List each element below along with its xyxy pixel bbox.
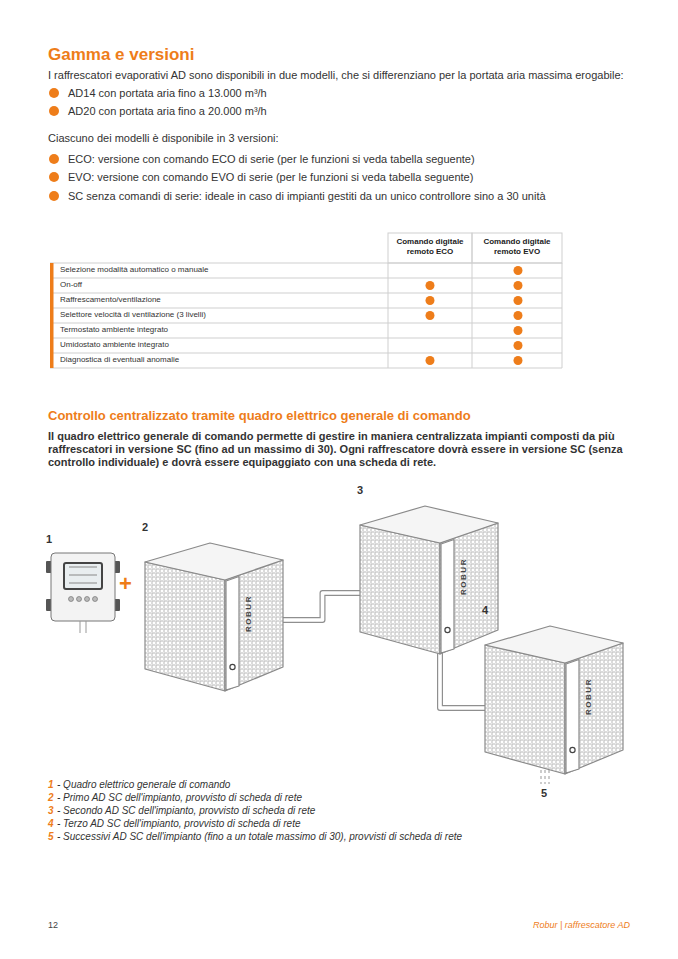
- section-text: Il quadro elettrico generale di comando …: [48, 430, 638, 470]
- table-header: Comando digitale remoto EVO: [476, 237, 558, 257]
- network-cable: [282, 593, 361, 620]
- cooler-unit: 4ROBUR: [480, 598, 630, 776]
- table-row-label: Selettore velocità di ventilazione (3 li…: [60, 310, 206, 320]
- legend-number: 1: [48, 778, 54, 791]
- callout-number: 3: [357, 484, 363, 496]
- table-row-label: On-off: [60, 280, 82, 290]
- brand-logo: ROBUR: [244, 595, 253, 632]
- intro-text: I raffrescatori evaporativi AD sono disp…: [48, 68, 648, 82]
- cable-outline: [282, 593, 361, 620]
- cooler-unit: 2ROBUR: [140, 515, 290, 693]
- callout-number: 2: [142, 521, 148, 533]
- bullet-text: SC senza comandi di serie: ideale in cas…: [68, 189, 546, 203]
- brand-logo: ROBUR: [459, 558, 468, 595]
- section-heading: Controllo centralizzato tramite quadro e…: [48, 408, 471, 425]
- legend-text: - Terzo AD SC dell'impianto, provvisto d…: [57, 817, 301, 830]
- table-accent-bar: [50, 263, 54, 368]
- brand-logo: ROBUR: [584, 678, 593, 715]
- continuation-cables: [541, 770, 549, 784]
- plus-sign: +: [119, 570, 132, 599]
- table-row-label: Selezione modalità automatico o manuale: [60, 265, 209, 275]
- legend-text: - Quadro elettrico generale di comando: [57, 778, 230, 791]
- bullet-dots: [49, 88, 59, 201]
- cooler-drawing: [480, 598, 630, 776]
- cooler-unit: 3ROBUR: [355, 478, 505, 656]
- table-row-label: Termostato ambiente integrato: [60, 325, 168, 335]
- legend-text: - Secondo AD SC dell'impianto, provvisto…: [57, 804, 315, 817]
- network-cable: [440, 652, 486, 708]
- callout-number: 4: [482, 604, 488, 616]
- control-panel: 1: [46, 533, 120, 633]
- cooler-drawing: [140, 515, 290, 693]
- legend-number: 2: [48, 791, 54, 804]
- cable-core: [282, 593, 361, 620]
- page-title: Gamma e versioni: [48, 44, 194, 66]
- legend-number: 5: [48, 830, 54, 843]
- page-number: 12: [48, 920, 58, 932]
- bullet-text: EVO: versione con comando EVO di serie (…: [68, 170, 473, 184]
- bullet-text: AD14 con portata aria fino a 13.000 m³/h: [68, 86, 267, 100]
- callout-number: 5: [541, 786, 547, 800]
- table-header: Comando digitale remoto ECO: [392, 237, 468, 257]
- cable-outline: [440, 652, 486, 708]
- legend-text: - Successivi AD SC dell'impianto (fino a…: [57, 830, 462, 843]
- cable-core: [440, 652, 486, 708]
- legend-text: - Primo AD SC dell'impianto, provvisto d…: [57, 791, 302, 804]
- table-row-label: Diagnostica di eventuali anomalie: [60, 355, 179, 365]
- footer-text: Robur | raffrescatore AD: [533, 920, 630, 932]
- bullet-text: AD20 con portata aria fino a 20.000 m³/h: [68, 104, 267, 118]
- legend-number: 4: [48, 817, 54, 830]
- bullet-text: ECO: versione con comando ECO di serie (…: [68, 152, 475, 166]
- body-text: Ciascuno dei modelli è disponibile in 3 …: [48, 131, 279, 145]
- table-row-label: Umidostato ambiente integrato: [60, 340, 169, 350]
- table-grid: [50, 233, 562, 368]
- panel-drawing: [46, 533, 120, 633]
- cooler-drawing: [355, 478, 505, 656]
- legend-number: 3: [48, 804, 54, 817]
- callout-number: 1: [46, 533, 52, 545]
- table-dots: [426, 266, 523, 365]
- table-row-label: Raffrescamento/ventilazione: [60, 295, 161, 305]
